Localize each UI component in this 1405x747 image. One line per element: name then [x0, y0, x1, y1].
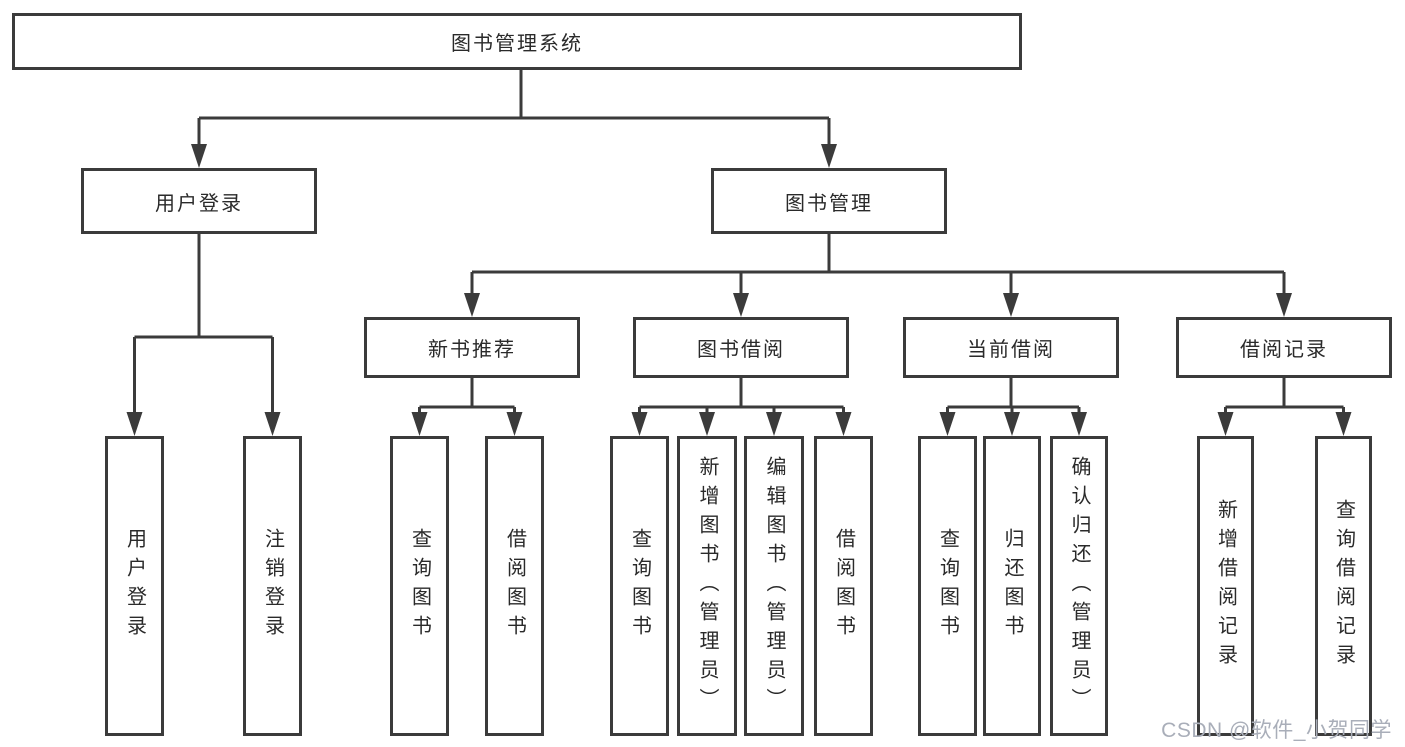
leaf-borrow-book-2: 借阅图书 — [814, 436, 873, 736]
leaf-edit-book-admin: 编辑图书（管理员） — [744, 436, 804, 736]
leaf-query-book-2: 查询图书 — [610, 436, 669, 736]
leaf-add-book-admin: 新增图书（管理员） — [677, 436, 737, 736]
node-new-book-recommend: 新书推荐 — [364, 317, 580, 378]
node-user-login: 用户登录 — [81, 168, 317, 234]
leaf-confirm-return-admin: 确认归还（管理员） — [1050, 436, 1108, 736]
csdn-watermark: CSDN @软件_小贺同学 — [1161, 719, 1392, 742]
node-book-borrow: 图书借阅 — [633, 317, 849, 378]
node-borrow-record: 借阅记录 — [1176, 317, 1392, 378]
leaf-query-book-1: 查询图书 — [390, 436, 449, 736]
connector-book-borrow-group — [638, 378, 845, 414]
connector-current-borrow-group — [946, 378, 1081, 414]
leaf-borrow-book-1: 借阅图书 — [485, 436, 544, 736]
leaf-query-book-3: 查询图书 — [918, 436, 977, 736]
node-current-borrow: 当前借阅 — [903, 317, 1119, 378]
leaf-add-borrow-record: 新增借阅记录 — [1197, 436, 1254, 736]
connector-borrow-record-group — [1224, 378, 1345, 414]
node-root: 图书管理系统 — [12, 13, 1022, 70]
leaf-return-book: 归还图书 — [983, 436, 1041, 736]
connector-book-mgmt-to-l3 — [470, 234, 1286, 295]
connector-user-login-group — [133, 234, 274, 414]
connector-new-book-group — [418, 378, 516, 414]
connector-root-to-l2 — [197, 70, 831, 146]
node-book-mgmt: 图书管理 — [711, 168, 947, 234]
arrowheads — [126, 144, 1352, 436]
leaf-user-login: 用户登录 — [105, 436, 164, 736]
leaf-query-borrow-record: 查询借阅记录 — [1315, 436, 1372, 736]
leaf-logout: 注销登录 — [243, 436, 302, 736]
